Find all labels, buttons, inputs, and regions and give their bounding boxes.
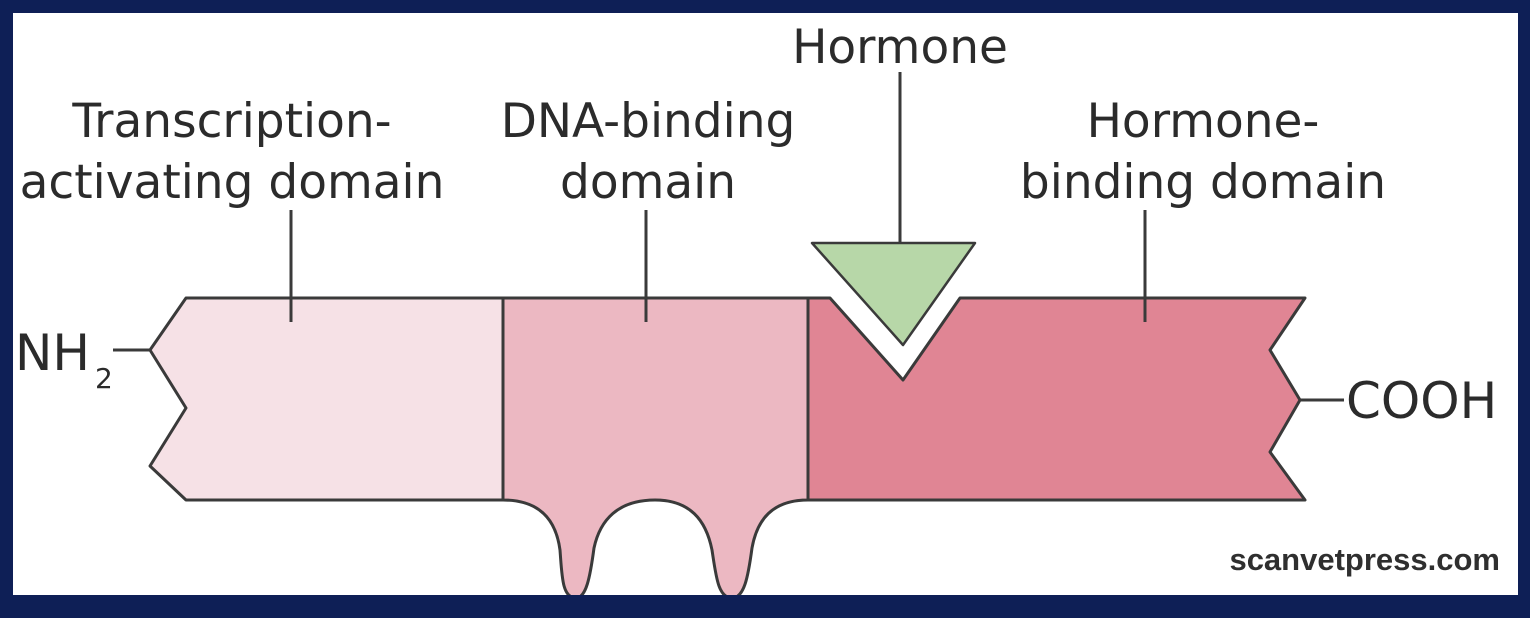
transcription-label-line2: activating domain bbox=[20, 155, 445, 210]
hormone-binding-domain-block bbox=[806, 296, 1307, 502]
n-terminus-label: NH bbox=[15, 324, 90, 382]
n-terminus-subscript: 2 bbox=[95, 362, 113, 395]
transcription-activating-domain-block bbox=[148, 296, 505, 502]
c-terminus-label: COOH bbox=[1346, 372, 1497, 430]
hormone-binding-label-line2: binding domain bbox=[1020, 155, 1386, 210]
dna-binding-domain-block bbox=[501, 296, 810, 595]
hormone-triangle bbox=[810, 241, 977, 347]
hormone-binding-label-line1: Hormone- bbox=[1087, 94, 1320, 149]
dna-binding-label-line2: domain bbox=[560, 155, 736, 210]
hormone-label: Hormone bbox=[792, 20, 1008, 75]
credit-text: scanvetpress.com bbox=[1229, 542, 1500, 577]
transcription-label-line1: Transcription- bbox=[71, 94, 391, 149]
dna-binding-label-line1: DNA-binding bbox=[501, 94, 796, 149]
